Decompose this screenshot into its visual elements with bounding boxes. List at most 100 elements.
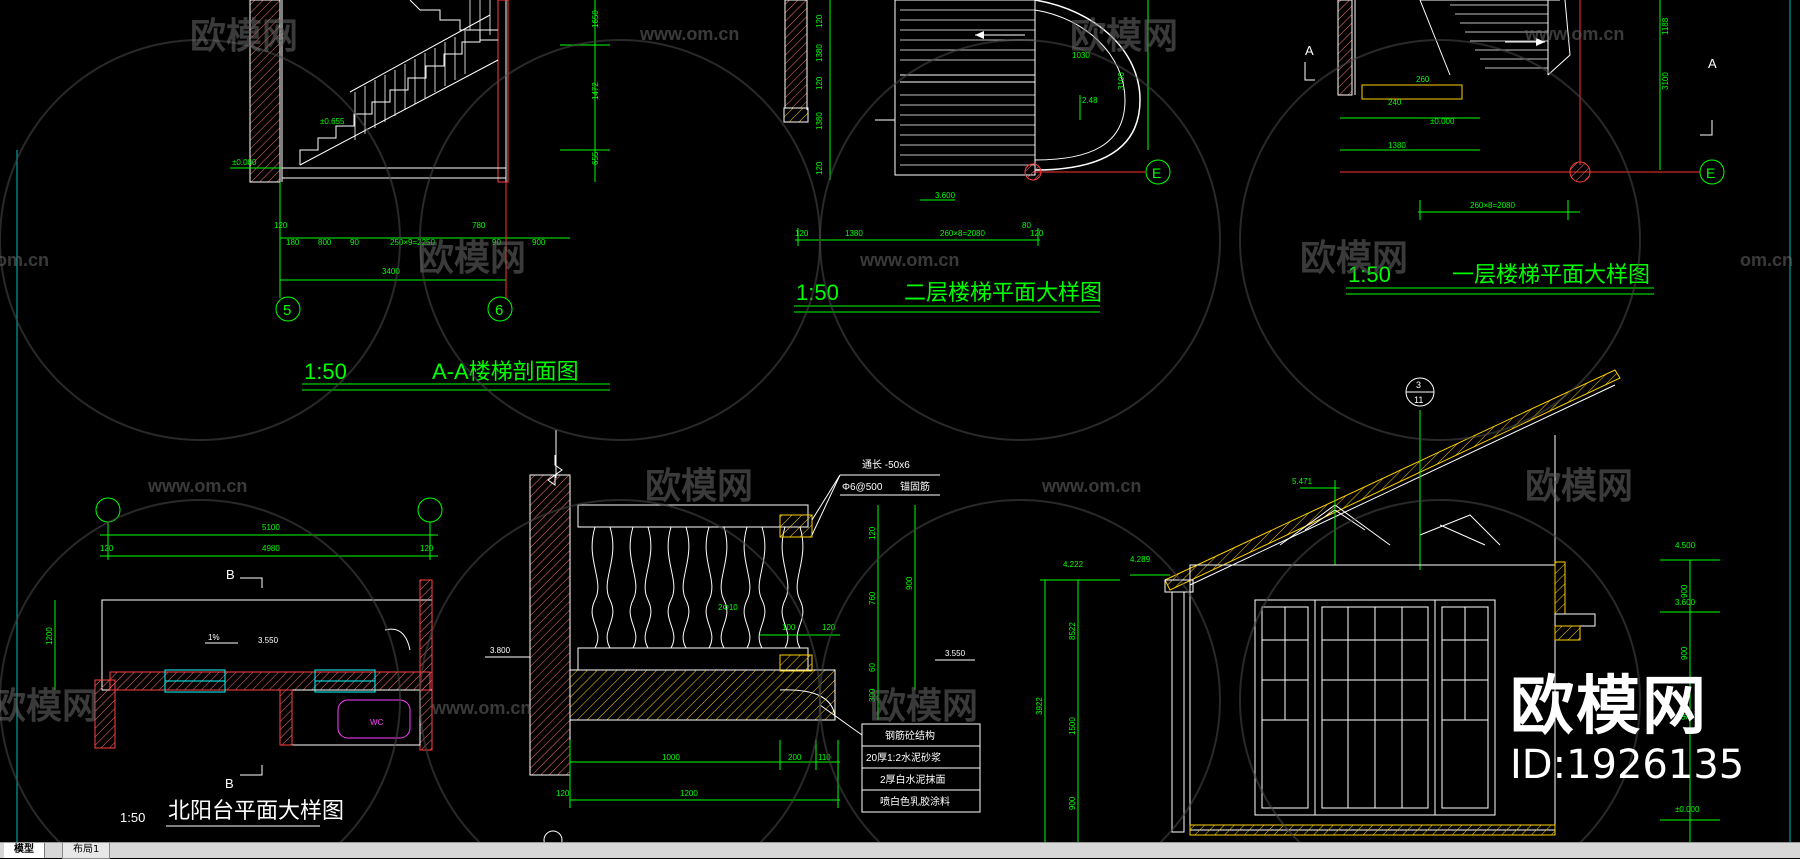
balcony-slope: 1%	[208, 633, 220, 642]
railing-detail[interactable]: 通长 -50x6 Φ6@500 锚固筋 120 760 900 60 300 2…	[485, 430, 981, 850]
watermark-url-5: om.cn	[1740, 250, 1793, 270]
watermark-url-7: www.om.cn	[1041, 476, 1141, 496]
railing-dim-5: 120	[556, 789, 570, 798]
stair-dim-right-2: 1472	[591, 82, 600, 100]
elev-dim-left-4: 900	[1068, 796, 1077, 810]
railing-slab	[569, 669, 836, 721]
railing-dim-right-1: 120	[868, 526, 877, 540]
elev-dim-right-2: 900	[1680, 646, 1689, 660]
1f-dim-misc-1: 1380	[1388, 141, 1406, 150]
elev-landing-label: ±0.655	[320, 117, 345, 126]
2f-dim-left-1: 120	[815, 14, 824, 28]
balcony-dim-side: 1200	[45, 627, 54, 645]
2f-dim-inner-2: 3100	[1117, 72, 1126, 90]
stair-dim-3: 800	[318, 238, 332, 247]
railing-wall	[529, 474, 571, 776]
balcony-elev: 3.550	[258, 636, 279, 645]
legend-item-2: 20厚1:2水泥砂浆	[866, 751, 941, 764]
watermark-url-3: om.cn	[0, 250, 49, 270]
sunroom-wall	[1189, 564, 1556, 831]
watermark-brand-3: 欧模网	[418, 237, 526, 278]
2f-dim-left-2: 1380	[815, 44, 824, 62]
railing-dim-misc-2: 100	[782, 623, 796, 632]
1f-scale: 1:50	[1348, 262, 1391, 287]
railing-dim-4: 1200	[680, 789, 698, 798]
railing-dim-1: 1000	[662, 753, 680, 762]
watermark-url-8: www.om.cn	[431, 698, 531, 718]
stair-section-wall-left	[249, 0, 281, 183]
2f-dim-left-3: 120	[815, 76, 824, 90]
stair-section-drawing[interactable]: ±0.000 ±0.655 1650 1472 655 120 180 800 …	[230, 0, 610, 391]
2f-scale: 1:50	[796, 280, 839, 305]
watermark-brand-8: 欧模网	[870, 685, 978, 726]
railing-note-1: 通长 -50x6	[862, 459, 910, 471]
1f-elev: ±0.000	[1430, 117, 1455, 126]
watermark-brand-7: 欧模网	[0, 685, 98, 726]
watermark-brand-5: 欧模网	[645, 465, 753, 506]
elev-dim-left-1: 8522	[1068, 622, 1077, 640]
railing-dim-misc-1: 2Φ10	[718, 603, 738, 612]
watermark-url-1: www.om.cn	[639, 24, 739, 44]
north-balcony-plan[interactable]: 5100 4980 120 120 B WC 1% 3.550 1200 B 1…	[45, 497, 443, 827]
2f-elev: 3.600	[935, 191, 956, 200]
grid-bubble-6	[487, 296, 513, 322]
balcony-wc-label: WC	[370, 718, 384, 727]
railing-dim-misc-3: 120	[822, 623, 836, 632]
railing-elev-right: 3.550	[945, 649, 966, 658]
elev-left-3: 5.471	[1292, 477, 1313, 486]
elev-dim-left-3: 1500	[1068, 717, 1077, 735]
stair-section-scale: 1:50	[304, 359, 347, 384]
sunroom-elevation[interactable]: 3 11 4.222 4	[1035, 369, 1720, 842]
balcony-section-b-top: B	[226, 567, 235, 582]
railing-dim-right-4: 60	[868, 663, 877, 672]
stair-dim-5: 250×9=2250	[390, 238, 435, 247]
railing-dim-right-3: 900	[905, 576, 914, 590]
1f-dim-misc-3: 240	[1388, 98, 1402, 107]
railing-dim-right-2: 760	[868, 591, 877, 605]
watermark-url-6: www.om.cn	[147, 476, 247, 496]
1f-dim-misc-5: 1188	[1661, 17, 1670, 35]
1f-title: 一层楼梯平面大样图	[1452, 262, 1650, 287]
tab-layout-1[interactable]: 布局1	[62, 843, 111, 859]
stair-dim-total: 3400	[382, 267, 400, 276]
railing-legend: 钢筋砼结构 20厚1:2水泥砂浆 2厚白水泥抹面 喷白色乳胶涂料	[819, 704, 981, 813]
stair-dim-6: 780	[472, 221, 486, 230]
elev-right-2: 3.600	[1675, 598, 1696, 607]
stair-dim-right-3: 655	[591, 151, 600, 165]
balcony-dim-end-right: 120	[420, 544, 434, 553]
layout-tab-bar: 模型 布局1	[0, 842, 1800, 859]
railing-dim-right-5: 300	[868, 688, 877, 702]
watermark-layer: 欧模网 欧模网 欧模网 欧模网 欧模网 欧模网 欧模网 欧模网 www.om.c…	[0, 15, 1793, 859]
2f-dim-left-4: 1380	[815, 112, 824, 130]
elev-dim-left-2: 3922	[1035, 697, 1044, 715]
grid-bubble-5	[275, 296, 301, 322]
1f-dim-misc-4: 3100	[1661, 72, 1670, 90]
elev-dim-right-1: 900	[1680, 584, 1689, 598]
railing-dim-3: 110	[818, 753, 831, 762]
2f-dim-inner-3: 2.48	[1082, 96, 1098, 105]
grid-label-5: 5	[283, 302, 291, 319]
railing-dim-2: 200	[788, 753, 802, 762]
brand-badge: 欧模网 ID:1926135	[1510, 672, 1744, 788]
legend-item-1: 钢筋砼结构	[885, 729, 935, 742]
second-floor-stair-plan[interactable]: E 1030 2.48 3100 120 1380 120 1380 120 3…	[783, 0, 1171, 313]
railing-note-3: 锚固筋	[900, 480, 930, 493]
balcony-dim-end-left: 120	[100, 544, 114, 553]
elev-right-1: 4.500	[1675, 541, 1696, 550]
2f-dim-4: 80	[1022, 221, 1031, 230]
grid-label-6: 6	[495, 302, 503, 319]
balcony-dim-inner: 4980	[262, 544, 280, 553]
tab-model[interactable]: 模型	[4, 843, 45, 858]
watermark-brand-4: 欧模网	[1300, 237, 1408, 278]
grid-label-e-1f: E	[1706, 165, 1715, 181]
2f-dim-1: 120	[795, 229, 809, 238]
grid-bubble-e-1f	[1699, 159, 1725, 185]
stair-dim-7: 90	[492, 238, 501, 247]
balcony-title: 北阳台平面大样图	[168, 798, 344, 823]
first-floor-stair-plan[interactable]: E A A ±0.000 1380 260 240 3100 1188 260×…	[1304, 0, 1725, 295]
brand-name: 欧模网	[1510, 670, 1708, 744]
brand-id: ID:1926135	[1510, 742, 1745, 788]
1f-section-a-right: A	[1708, 56, 1717, 71]
elev-left-1: 4.222	[1063, 560, 1084, 569]
